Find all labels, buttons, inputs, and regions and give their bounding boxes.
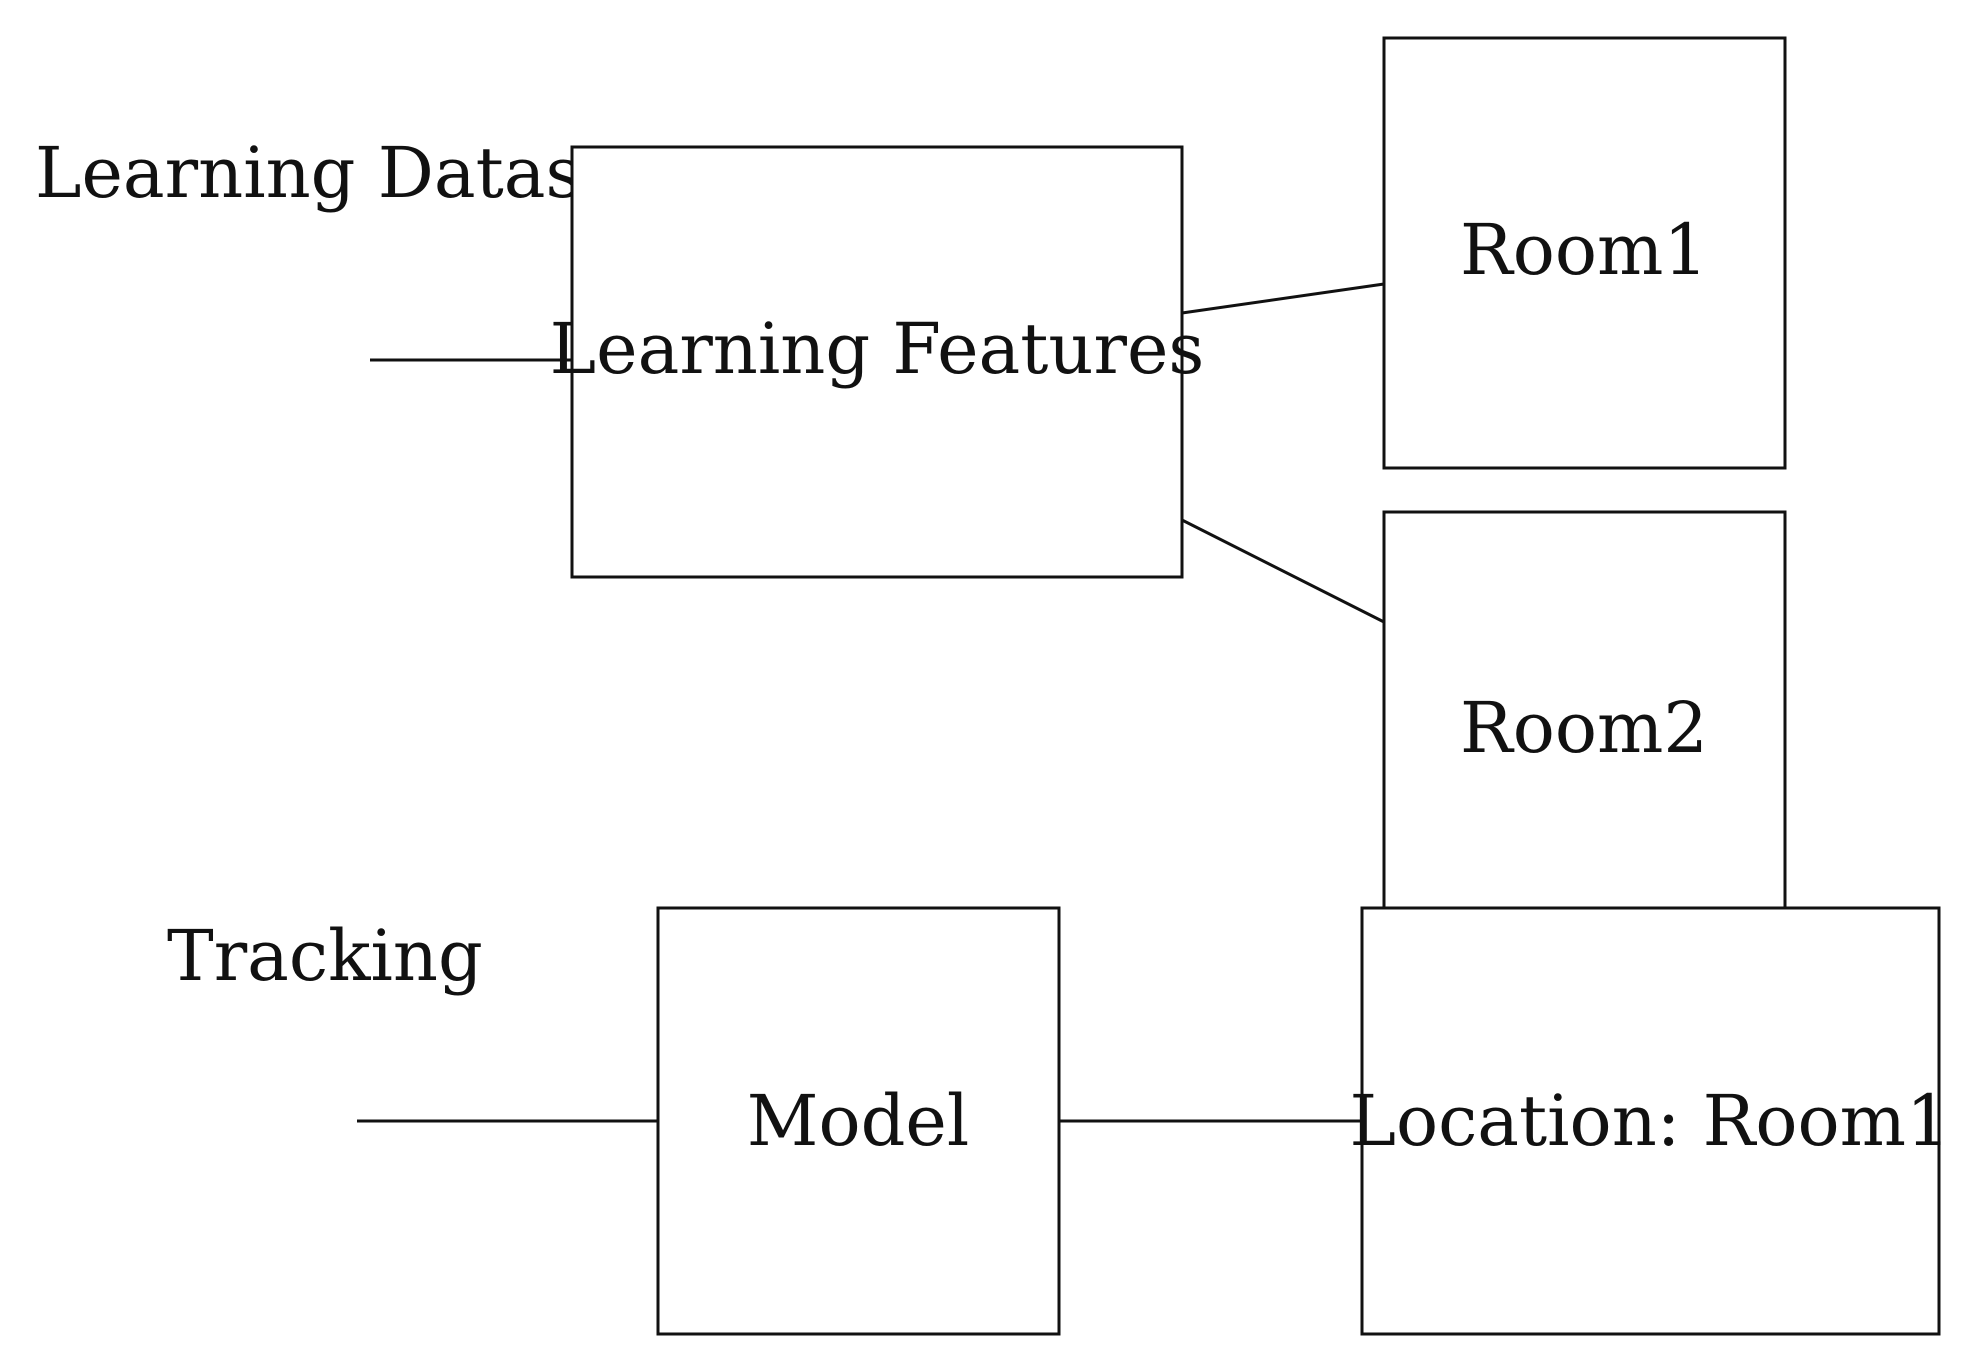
learning-features-node: Learning Features [550,145,1205,579]
room2-node: Room2 [1382,510,1787,914]
location-node: Location: Room1 [1349,906,1951,1336]
model-box [656,906,1061,1336]
room1-label: Room1 [1460,209,1708,291]
location-label: Location: Room1 [1349,1080,1950,1162]
room1-box [1382,36,1787,470]
features-to-room1-line [1181,282,1385,315]
features-to-room2-line [1181,518,1385,624]
location-box [1360,906,1941,1336]
room1-node: Room1 [1382,36,1787,470]
model-node: Model [656,906,1061,1336]
tracking-label: Tracking [167,915,483,997]
model-label: Model [747,1080,969,1162]
room2-label: Room2 [1460,687,1708,769]
learning-features-label: Learning Features [550,308,1205,390]
learning-features-box [570,145,1184,579]
learning-dataset-label: Learning Dataset [35,132,651,214]
